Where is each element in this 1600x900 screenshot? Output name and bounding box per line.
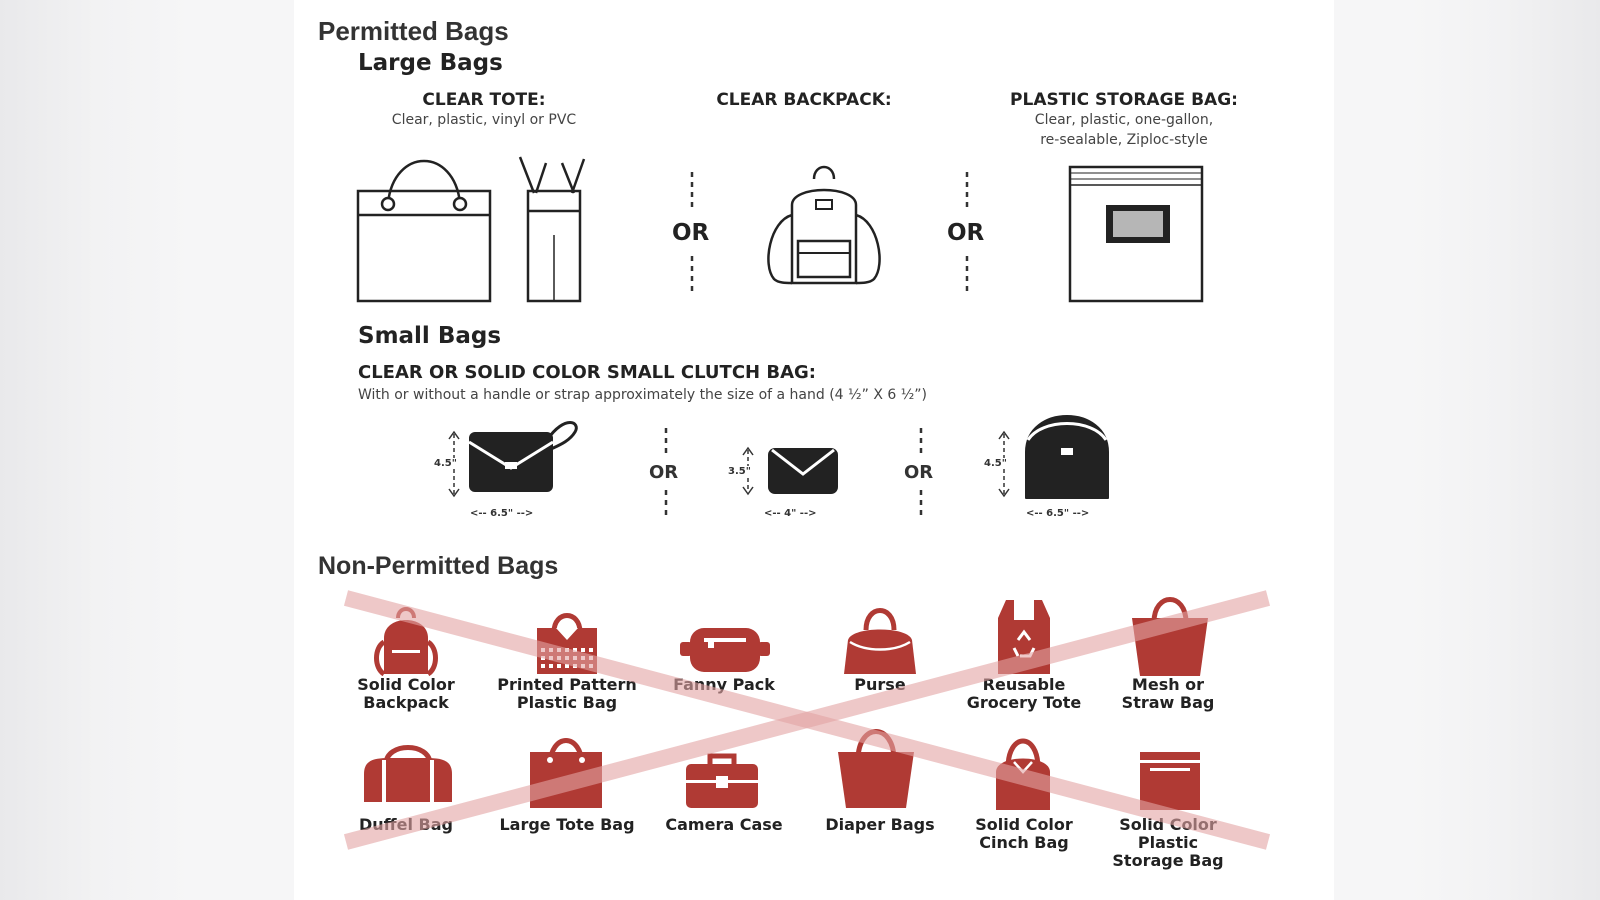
plastic-storage-bag-red-icon	[1140, 752, 1200, 810]
np-label: Diaper Bags	[825, 815, 935, 834]
plastic-storage-desc-2: re-sealable, Ziploc-style	[1040, 132, 1208, 148]
clear-tote-side-icon	[518, 156, 586, 303]
bag-policy-graphic: Permitted Bags Large Bags CLEAR TOTE: Cl…	[294, 0, 1334, 900]
clutch-1-width: <-- 6.5" -->	[470, 508, 534, 519]
prohibited-cross-icon	[343, 590, 1271, 850]
clutch-bag-icon	[768, 448, 838, 494]
non-permitted-bags-title: Non-Permitted Bags	[318, 552, 559, 580]
clutch-2-height: 3.5"	[728, 466, 751, 477]
or-text: OR	[649, 462, 679, 483]
plastic-storage-bag-icon	[1068, 165, 1204, 303]
permitted-bags-title: Permitted Bags	[318, 16, 509, 46]
small-bags-title: Small Bags	[358, 323, 502, 349]
clutch-2-width: <-- 4" -->	[764, 508, 817, 519]
clear-backpack-label: CLEAR BACKPACK:	[716, 90, 892, 110]
clutch-bag-icon	[468, 421, 578, 492]
np-label: Large Tote Bag	[499, 815, 635, 834]
clear-tote-desc: Clear, plastic, vinyl or PVC	[391, 112, 577, 128]
clutch-bag-desc: With or without a handle or strap approx…	[358, 387, 927, 403]
or-text: OR	[672, 220, 710, 246]
clutch-bag-label: CLEAR OR SOLID COLOR SMALL CLUTCH BAG:	[358, 362, 816, 383]
or-text: OR	[904, 462, 934, 483]
or-divider	[919, 428, 923, 518]
clear-backpack-icon	[767, 165, 881, 285]
large-bags-title: Large Bags	[358, 50, 503, 76]
clutch-1-height: 4.5"	[434, 458, 457, 469]
clutch-3-height: 4.5"	[984, 458, 1007, 469]
clutch-bag-icon	[1025, 415, 1109, 499]
duffel-bag-icon	[364, 745, 452, 802]
clear-tote-icon	[356, 159, 492, 303]
plastic-storage-desc-1: Clear, plastic, one-gallon,	[1034, 112, 1214, 128]
np-label: Purse	[854, 675, 906, 694]
or-text: OR	[947, 220, 985, 246]
or-divider	[965, 172, 969, 294]
clutch-3-width: <-- 6.5" -->	[1026, 508, 1090, 519]
plastic-storage-label: PLASTIC STORAGE BAG:	[1010, 90, 1238, 110]
purse-icon	[844, 608, 916, 674]
fanny-pack-icon	[680, 628, 770, 672]
or-divider	[664, 428, 668, 518]
or-divider	[690, 172, 694, 294]
np-label: Camera Case	[665, 815, 783, 834]
camera-case-icon	[686, 753, 758, 808]
clear-tote-label: CLEAR TOTE:	[422, 90, 546, 110]
